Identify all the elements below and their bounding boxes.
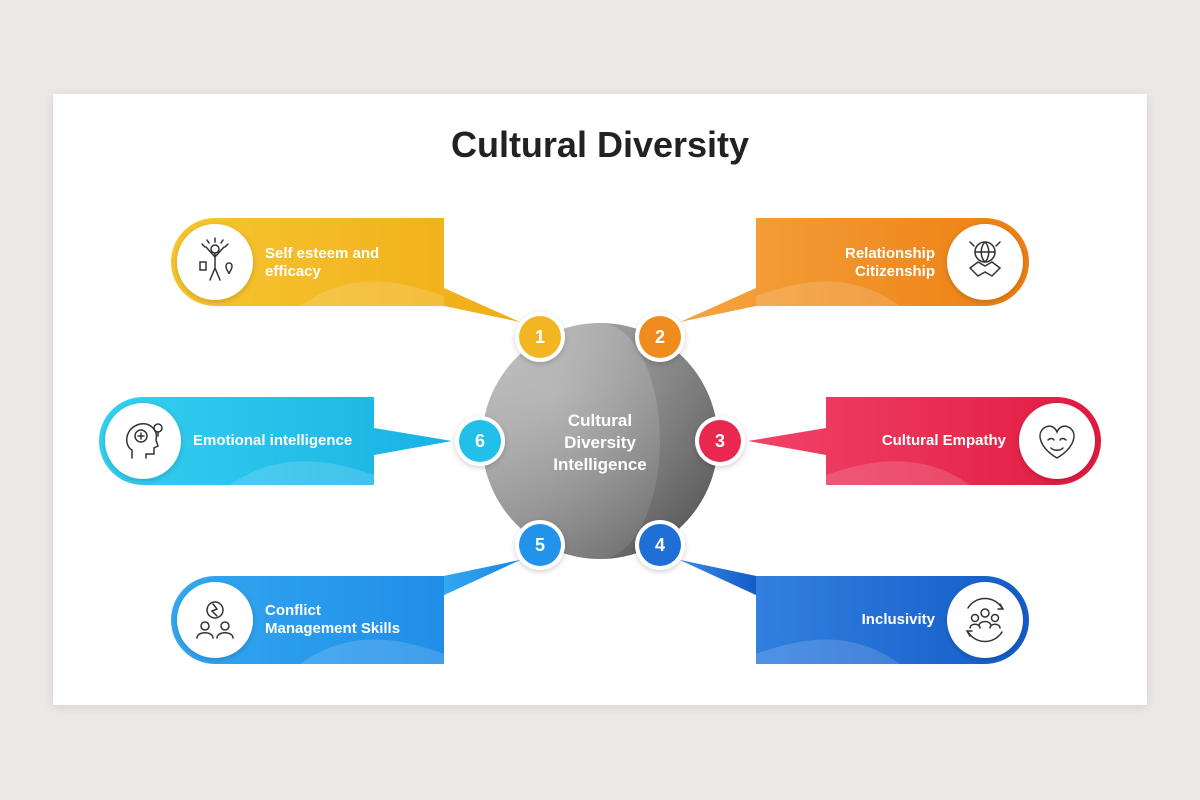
- badge-4: [635, 520, 685, 570]
- item-5-label-line2: Management Skills: [265, 620, 401, 637]
- item-5-label-line1: Conflict: [265, 602, 321, 619]
- page-title: Cultural Diversity: [450, 124, 750, 165]
- badge-3: [695, 416, 745, 466]
- item-2-label-line2: Citizenship: [854, 263, 935, 280]
- item-6-callout: [99, 397, 452, 485]
- badge-2-number: 2: [654, 327, 665, 347]
- item-2-label-line1: Relationship: [844, 245, 935, 262]
- item-1-label-line1: Self esteem and: [265, 245, 380, 262]
- item-4-icon-circle: [947, 582, 1023, 658]
- item-4-label-line1: Inclusivity: [861, 611, 935, 628]
- center-label: Cultural Diversity Intelligence: [530, 410, 670, 476]
- center-label-line3: Intelligence: [553, 455, 647, 474]
- badge-6-number: 6: [474, 431, 485, 451]
- center-label-line1: Cultural: [567, 411, 633, 430]
- badge-2: [635, 312, 685, 362]
- item-4-callout: [680, 560, 1029, 664]
- badge-6: [455, 416, 505, 466]
- item-3-label: Cultural Empathy: [836, 432, 1006, 450]
- badge-3-number: 3: [714, 431, 725, 451]
- head-brain-icon: [126, 423, 163, 459]
- handshake-globe-icon: [968, 241, 1002, 277]
- item-1-label: Self esteem and efficacy: [265, 245, 435, 281]
- self-esteem-icon: [199, 237, 233, 281]
- item-3-label-line1: Cultural Empathy: [881, 432, 1006, 449]
- item-5-icon-circle: [177, 582, 253, 658]
- group-cycle-icon: [965, 597, 1005, 643]
- center-label-line2: Diversity: [564, 433, 636, 452]
- item-4-label: Inclusivity: [765, 611, 935, 629]
- item-3-icon-circle: [1019, 403, 1095, 479]
- badge-4-number: 4: [654, 535, 665, 555]
- conflict-people-icon: [196, 601, 234, 639]
- badge-1: [515, 312, 565, 362]
- item-6-label: Emotional intelligence: [193, 432, 373, 450]
- item-2-label: Relationship Citizenship: [765, 245, 935, 281]
- badge-5-number: 5: [534, 535, 545, 555]
- item-5-label: Conflict Management Skills: [265, 602, 440, 638]
- badge-1-number: 1: [534, 327, 545, 347]
- item-6-label-line1: Emotional intelligence: [193, 432, 353, 449]
- item-5-callout: [171, 560, 520, 664]
- item-1-label-line2: efficacy: [265, 263, 321, 280]
- heart-face-icon: [1039, 425, 1075, 459]
- center-circle: [482, 323, 718, 559]
- badge-5: [515, 520, 565, 570]
- item-2-callout: [680, 218, 1029, 322]
- item-3-callout: [748, 397, 1101, 485]
